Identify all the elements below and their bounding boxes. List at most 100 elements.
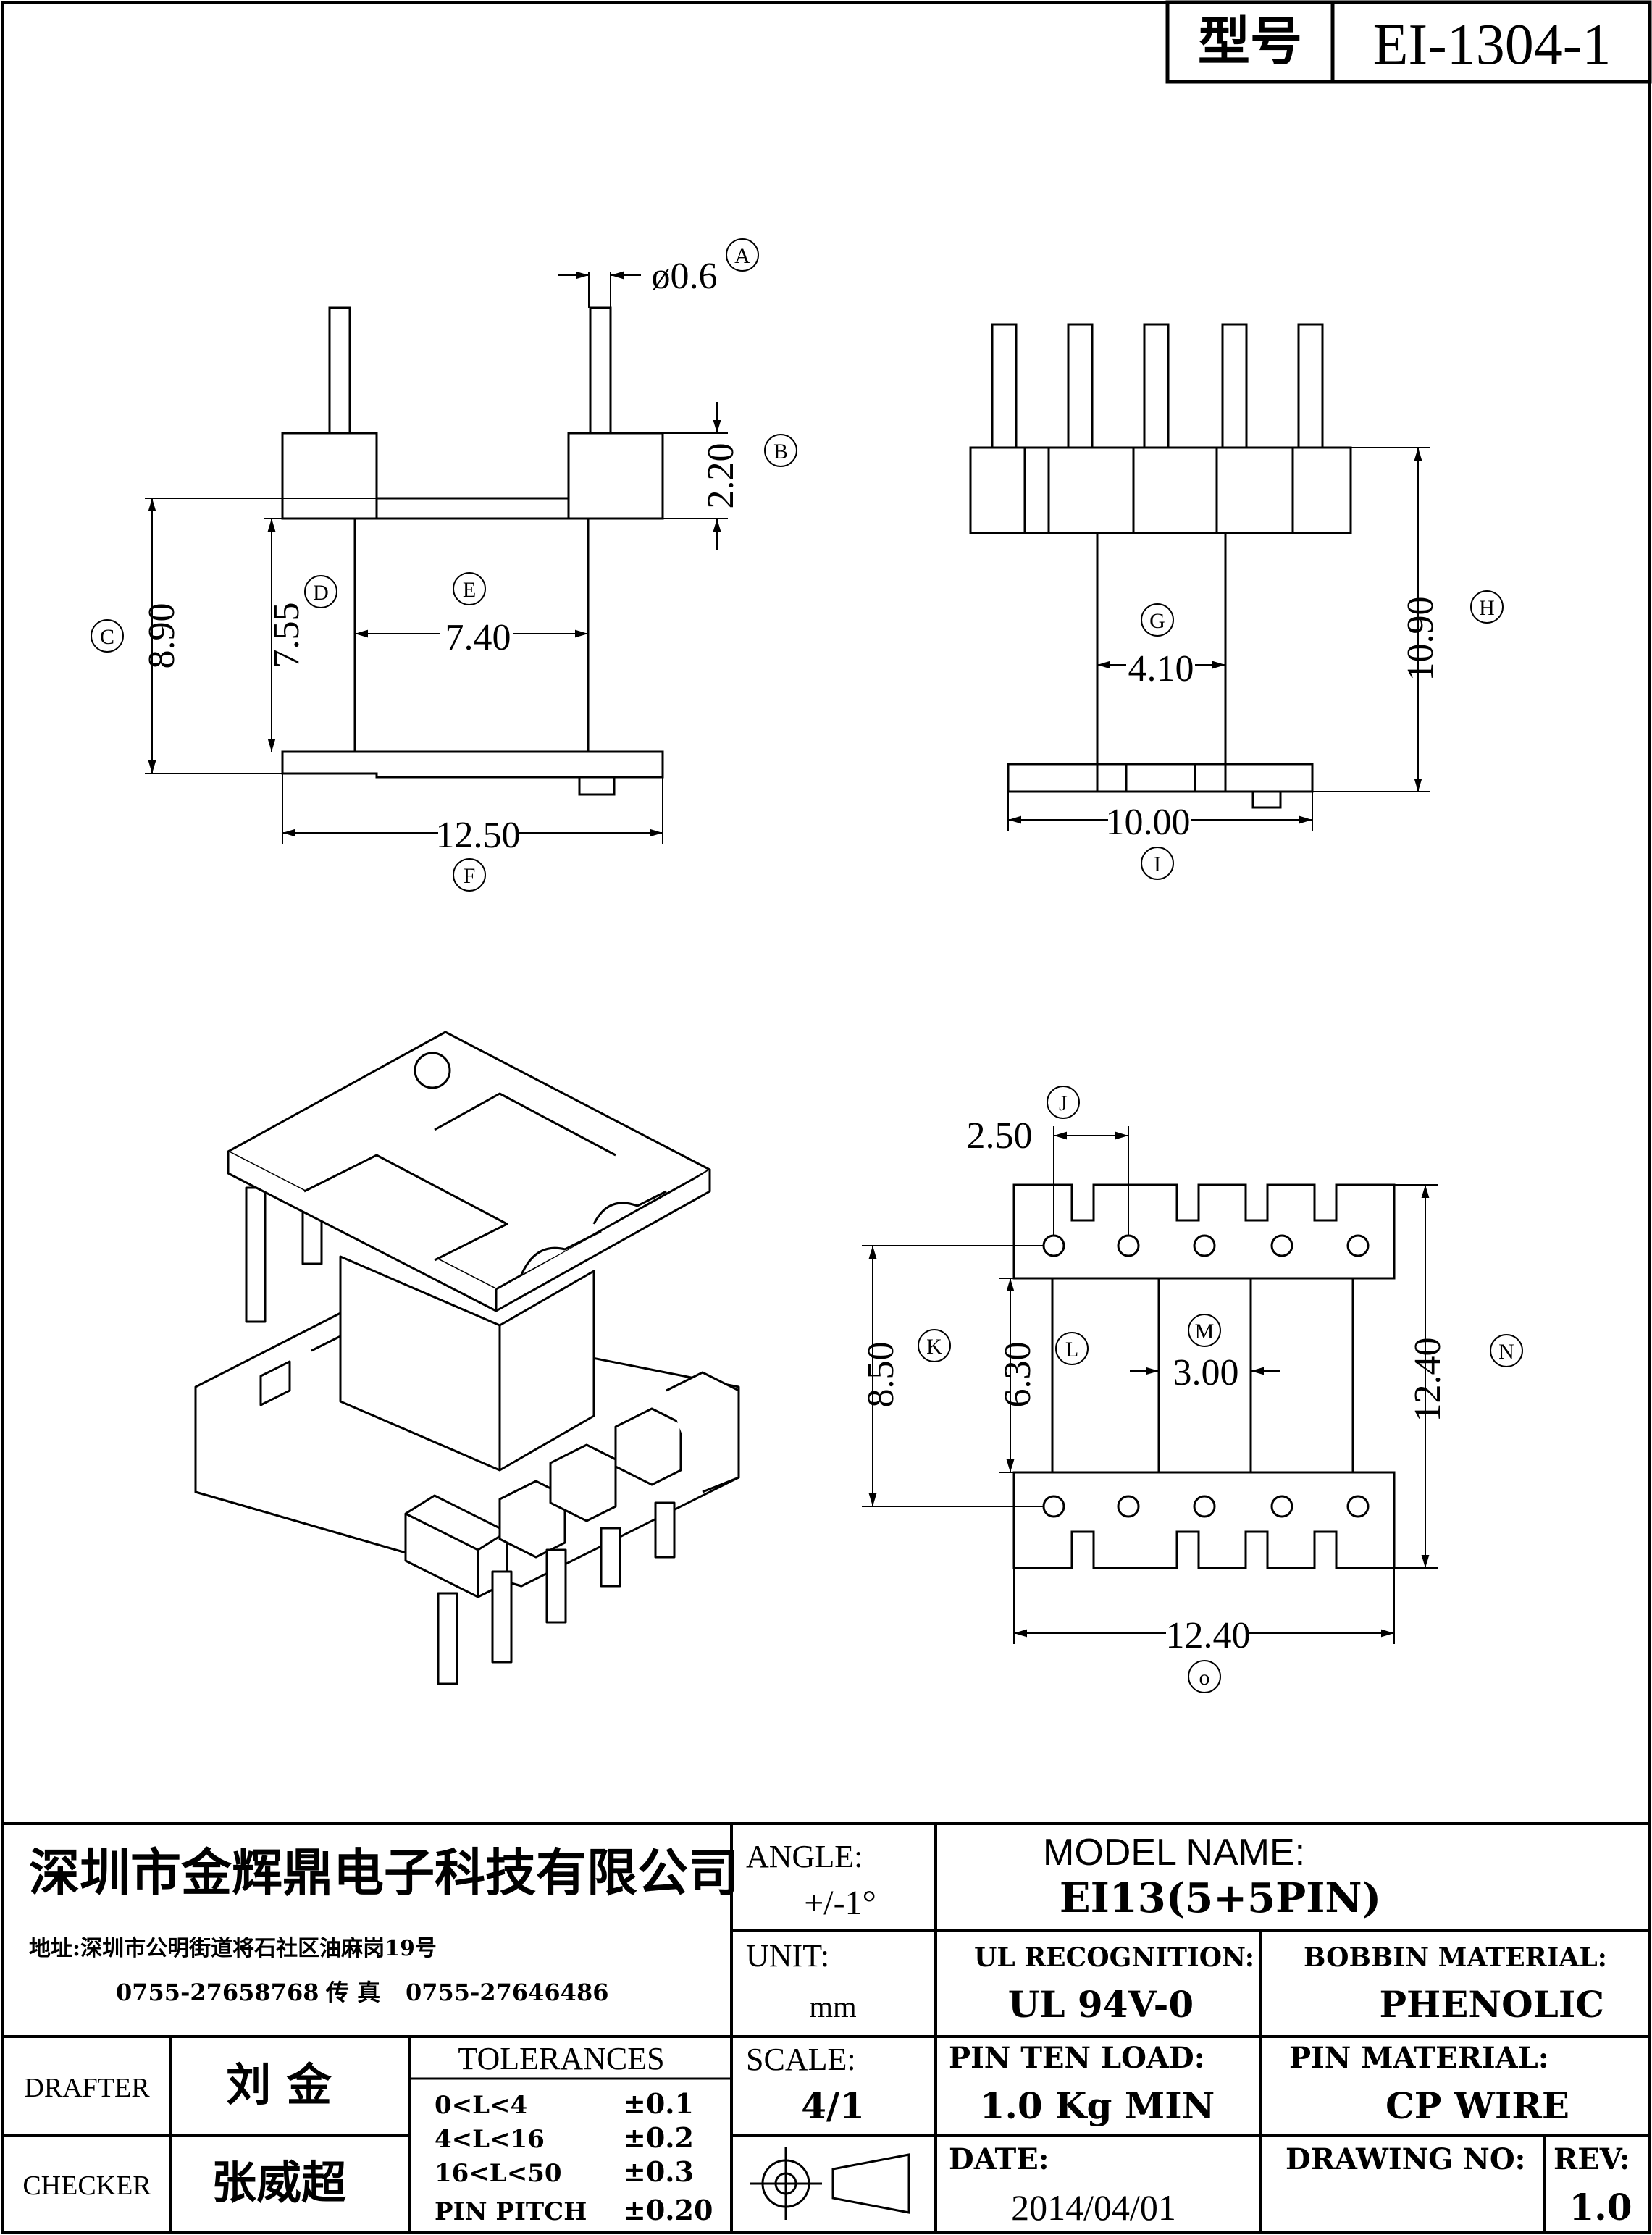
company-phone: 0755-27658768 — [116, 1979, 319, 2006]
dim-d-tag: D — [313, 581, 329, 605]
tolerance-range-4: PIN PITCH — [435, 2197, 587, 2226]
front-view-dimensions — [145, 271, 728, 844]
drafter-label: DRAFTER — [24, 2073, 150, 2103]
date-value: 2014/04/01 — [1011, 2187, 1176, 2228]
dim-n-tag-circle — [1490, 1334, 1523, 1367]
side-view-dimensions — [1007, 447, 1430, 831]
company-info: 深圳市金辉鼎电子科技有限公司 地址:深圳市公明街道将石社区油麻岗19号 0755… — [29, 1842, 739, 2006]
dim-f-tag-circle — [453, 858, 486, 892]
model-name-label: MODEL NAME: — [1043, 1832, 1305, 1874]
dim-k-tag-circle — [918, 1329, 951, 1362]
spec-cells: ANGLE: +/-1° MODEL NAME: EI13(5+5PIN) UN… — [746, 1832, 1632, 2228]
ul-value: UL 94V-0 — [1008, 1983, 1194, 2026]
dim-l-tag-circle — [1055, 1332, 1089, 1365]
title-block — [2, 1822, 1650, 2233]
dim-g-tag-circle — [1141, 603, 1174, 637]
pin-ten-label: PIN TEN LOAD: — [949, 2041, 1204, 2075]
tolerances-table: TOLERANCES 0<L<4 ±0.1 4<L<16 ±0.2 16<L<5… — [435, 2041, 713, 2226]
tolerance-value-3: ±0.3 — [623, 2155, 694, 2188]
dim-l-tag: L — [1065, 1338, 1078, 1362]
tolerances-title: TOLERANCES — [458, 2041, 664, 2076]
rev-label: REV: — [1554, 2142, 1630, 2176]
bobbin-label: BOBBIN MATERIAL: — [1304, 1942, 1607, 1973]
checker-label: CHECKER — [22, 2171, 151, 2201]
scale-label: SCALE: — [746, 2042, 856, 2077]
model-label: 型号 — [1198, 10, 1302, 72]
rev-value: 1.0 — [1569, 2186, 1632, 2228]
dim-e-tag: E — [463, 578, 476, 602]
dim-g-tag: G — [1149, 609, 1165, 633]
dim-h-tag: H — [1479, 596, 1495, 620]
dim-c-tag: C — [100, 625, 114, 649]
dim-i-value: 10.00 — [1106, 802, 1191, 843]
dim-f-value: 12.50 — [436, 815, 521, 856]
model-number-box: 型号 EI-1304-1 — [1165, 0, 1652, 84]
unit-value: mm — [809, 1991, 857, 2024]
dim-e-value: 7.40 — [445, 617, 511, 658]
dim-j-tag-circle — [1047, 1086, 1080, 1119]
dim-a-tag-circle — [726, 238, 759, 272]
dim-l-value: 6.30 — [997, 1342, 1039, 1408]
tolerance-value-1: ±0.1 — [623, 2087, 694, 2120]
company-fax: 0755-27646486 — [406, 1979, 608, 2006]
dim-h-tag-circle — [1470, 590, 1504, 624]
dim-k-value: 8.50 — [860, 1342, 902, 1408]
dim-b-tag: B — [773, 440, 788, 464]
tolerance-range-2: 4<L<16 — [435, 2125, 545, 2154]
pin-material-value: CP WIRE — [1385, 2084, 1569, 2127]
dim-c-tag-circle — [91, 619, 124, 653]
bobbin-value: PHENOLIC — [1379, 1983, 1604, 2026]
dim-m-tag-circle — [1188, 1314, 1221, 1347]
tolerance-range-3: 16<L<50 — [435, 2159, 562, 2188]
side-view — [969, 323, 1352, 809]
drafter-checker: DRAFTER 刘 金 CHECKER 张威超 — [22, 2058, 347, 2209]
dim-m-value: 3.00 — [1173, 1352, 1239, 1393]
pin-ten-value: 1.0 Kg MIN — [980, 2084, 1215, 2127]
dim-c-value: 8.90 — [141, 603, 183, 669]
model-name-value: EI13(5+5PIN) — [1060, 1874, 1381, 1922]
dimension-labels: ø0.6 A 2.20 B 8.90 C 7.55 D E 7.40 12.50… — [91, 238, 1523, 1693]
ul-label: UL RECOGNITION: — [974, 1942, 1254, 1973]
company-name: 深圳市金辉鼎电子科技有限公司 — [29, 1842, 739, 1903]
tolerance-value-4: ±0.20 — [623, 2194, 713, 2226]
company-fax-label: 传 真 — [325, 1979, 380, 2006]
company-address: 地址:深圳市公明街道将石社区油麻岗19号 — [29, 1936, 437, 1961]
dim-o-tag: o — [1199, 1666, 1210, 1690]
dim-k-tag: K — [926, 1335, 942, 1359]
dim-i-tag: I — [1154, 852, 1161, 876]
bottom-view — [1012, 1183, 1396, 1569]
isometric-view — [194, 1031, 740, 1685]
projection-symbol — [750, 2147, 910, 2220]
dim-e-tag-circle — [453, 572, 486, 605]
dim-m-tag: M — [1195, 1320, 1215, 1343]
tolerance-value-2: ±0.2 — [623, 2121, 694, 2154]
dim-g-value: 4.10 — [1128, 648, 1194, 689]
bottom-view-dimensions — [862, 1126, 1438, 1644]
dim-n-value: 12.40 — [1407, 1338, 1448, 1422]
dim-a-tag: A — [734, 244, 750, 268]
dim-o-value: 12.40 — [1166, 1615, 1251, 1656]
pin-material-label: PIN MATERIAL: — [1289, 2041, 1549, 2075]
dim-f-tag: F — [464, 864, 476, 888]
date-label: DATE: — [949, 2142, 1049, 2176]
dim-j-tag: J — [1059, 1091, 1068, 1115]
scale-value: 4/1 — [801, 2084, 865, 2127]
dim-j-value: 2.50 — [967, 1115, 1033, 1157]
drawing-no-label: DRAWING NO: — [1286, 2142, 1525, 2176]
angle-label: ANGLE: — [746, 1839, 863, 1874]
dim-o-tag-circle — [1188, 1660, 1221, 1693]
checker-name: 张威超 — [211, 2156, 347, 2209]
dim-b-value: 2.20 — [700, 443, 742, 509]
model-number: EI-1304-1 — [1373, 13, 1611, 77]
angle-value: +/-1° — [804, 1884, 876, 1922]
front-view — [281, 306, 664, 796]
dim-a-value: ø0.6 — [652, 256, 718, 297]
dim-d-tag-circle — [304, 575, 337, 608]
unit-label: UNIT: — [746, 1938, 829, 1974]
dim-d-value: 7.55 — [266, 603, 307, 668]
dim-n-tag: N — [1498, 1340, 1514, 1364]
drafter-name: 刘 金 — [226, 2058, 332, 2111]
dim-b-tag-circle — [764, 434, 797, 467]
